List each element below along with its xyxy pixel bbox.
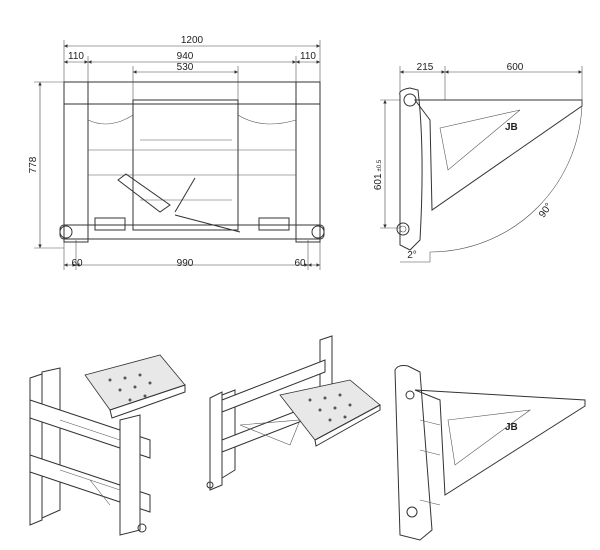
dim-tolerance: ±0.5 (377, 159, 383, 171)
dim-tilt-angle: 2° (407, 250, 417, 261)
isometric-view-left (29, 354, 186, 536)
dim-right-offset: 110 (300, 51, 316, 62)
dim-plate-width: 530 (177, 62, 194, 73)
logo-mark: JB (505, 122, 518, 133)
side-view: 215 600 601 ±0.5 JB 90° 2° (373, 62, 583, 263)
dim-overall-width: 1200 (181, 35, 204, 46)
svg-text:601±0.5: 601 ±0.5 (373, 159, 384, 190)
dim-side-height: 601 (373, 173, 384, 190)
dim-depth-back: 215 (417, 62, 434, 73)
isometric-view-right: JB (394, 365, 586, 541)
dim-right-pin: 60 (294, 258, 306, 269)
front-view: 1200 110 940 530 110 778 60 990 60 (28, 35, 325, 270)
dim-height: 778 (28, 156, 39, 173)
isometric-view-middle (206, 335, 381, 491)
dim-inner-width: 940 (177, 51, 194, 62)
dim-pin-span: 990 (177, 258, 194, 269)
dim-left-pin: 60 (71, 258, 83, 269)
svg-text:JB: JB (505, 422, 518, 433)
dim-swing-angle: 90° (537, 201, 555, 220)
dim-plate-depth: 600 (507, 62, 524, 73)
dim-left-offset: 110 (68, 51, 84, 62)
